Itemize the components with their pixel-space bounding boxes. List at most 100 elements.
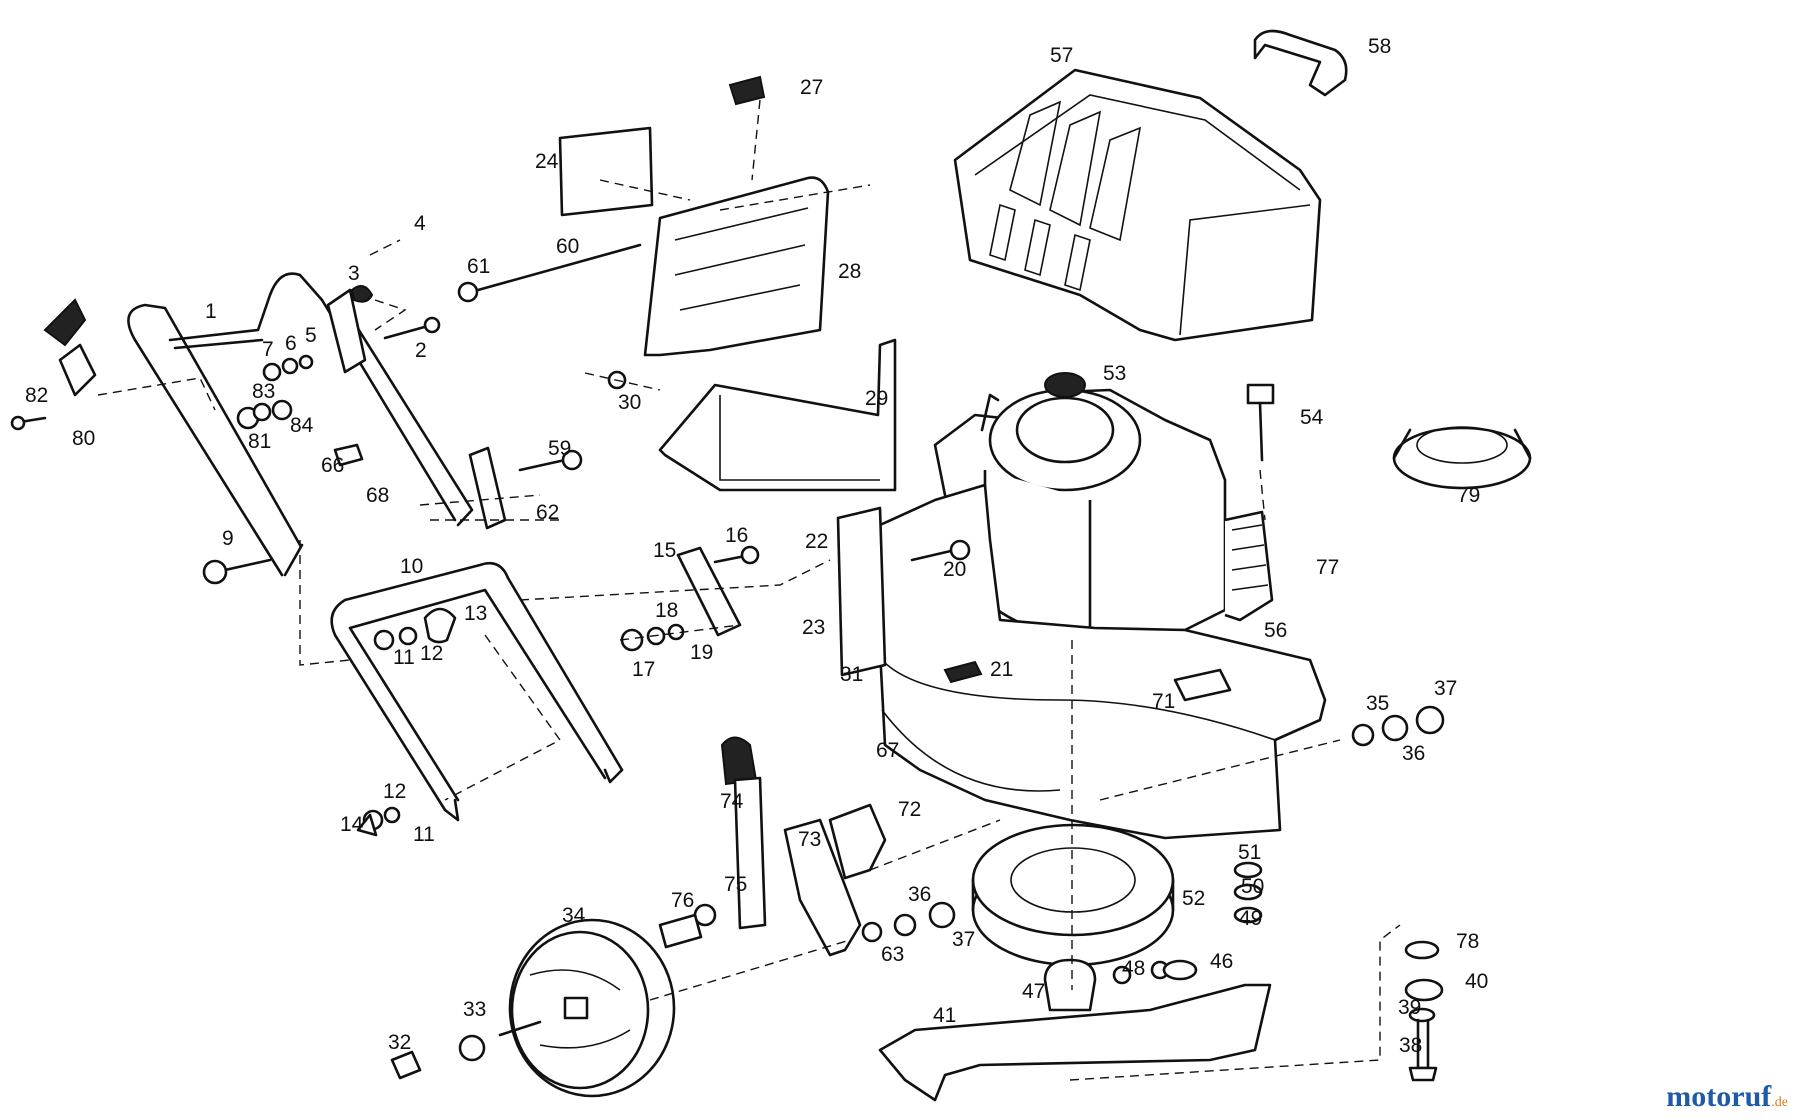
engine-part [933,372,1275,642]
rear-flap-part [558,75,830,357]
callout-83: 83 [252,380,275,403]
grass-catcher-part [953,29,1348,342]
rear-flap-rod-part [457,243,642,303]
blade-bolt-part [1233,861,1444,1082]
callout-16: 16 [725,524,748,547]
callout-12: 12 [420,642,443,665]
callout-76: 76 [671,889,694,912]
watermark-suffix: .de [1771,1095,1788,1110]
starter-cup-part [1392,426,1532,490]
side-plate-part [620,545,760,652]
callout-72: 72 [898,798,921,821]
callout-38: 38 [1399,1034,1422,1057]
callout-7: 7 [262,338,274,361]
callout-68: 68 [366,484,389,507]
callout-27: 27 [800,76,823,99]
callout-30: 30 [618,391,641,414]
fan-ring-part [971,823,1175,967]
callout-66: 66 [321,454,344,477]
callout-35: 35 [1366,692,1389,715]
callout-21: 21 [990,658,1013,681]
wheel-part [390,918,676,1098]
callout-82: 82 [25,384,48,407]
callout-36: 36 [1402,742,1425,765]
callout-2: 2 [415,339,427,362]
watermark-main: motoruf [1666,1080,1772,1113]
callout-61: 61 [467,255,490,278]
callout-22: 22 [805,530,828,553]
callout-34: 34 [562,904,586,927]
callout-52: 52 [1182,887,1205,910]
callout-12: 12 [383,780,406,803]
callout-49: 49 [1239,907,1262,930]
callout-13: 13 [464,602,487,625]
callout-11: 11 [413,823,435,846]
mower-deck-part [836,483,1327,840]
part-callouts: 1234567910111112121314151617181920212223… [25,35,1488,1057]
callout-63: 63 [881,943,904,966]
callout-24: 24 [535,150,559,173]
callout-81: 81 [248,430,271,453]
watermark: motoruf.de [1666,1080,1788,1114]
callout-19: 19 [690,641,713,664]
lower-handle-part [330,561,624,837]
callout-5: 5 [305,324,317,347]
callout-75: 75 [724,873,747,896]
callout-56: 56 [1264,619,1287,642]
callout-31: 31 [840,663,863,686]
handle-clamp-part [468,446,583,530]
callout-62: 62 [536,501,559,524]
callout-53: 53 [1103,362,1126,385]
callout-29: 29 [865,387,888,410]
callout-33: 33 [463,998,486,1021]
deck-fasteners [1351,705,1445,747]
callout-79: 79 [1457,484,1480,507]
callout-48: 48 [1122,957,1145,980]
callout-15: 15 [653,539,676,562]
callout-32: 32 [388,1031,411,1054]
callout-10: 10 [400,555,423,578]
callout-39: 39 [1398,996,1421,1019]
callout-59: 59 [548,437,571,460]
callout-28: 28 [838,260,861,283]
callout-14: 14 [340,813,364,836]
callout-6: 6 [285,332,297,355]
callout-73: 73 [798,828,821,851]
callout-47: 47 [1022,980,1045,1003]
callout-57: 57 [1050,44,1073,67]
handle-grip-knob-part [43,298,97,397]
callout-4: 4 [414,212,426,235]
callout-78: 78 [1456,930,1479,953]
callout-37: 37 [1434,677,1457,700]
callout-58: 58 [1368,35,1391,58]
callout-23: 23 [802,616,825,639]
callout-60: 60 [556,235,579,258]
callout-80: 80 [72,427,95,450]
assembly-lines [97,99,1401,1081]
callout-40: 40 [1465,970,1488,993]
callout-51: 51 [1238,841,1261,864]
callout-9: 9 [222,527,234,550]
callout-74: 74 [720,790,744,813]
callout-37: 37 [952,928,975,951]
callout-1: 1 [205,300,217,323]
callout-50: 50 [1241,875,1264,898]
callout-54: 54 [1300,406,1324,429]
handle-screw-part [202,558,272,585]
switch-bracket-part [326,285,374,374]
callout-41: 41 [933,1004,956,1027]
callout-20: 20 [943,558,966,581]
callout-67: 67 [876,739,899,762]
callout-3: 3 [348,262,360,285]
callout-84: 84 [290,414,314,437]
callout-18: 18 [655,599,678,622]
callout-36: 36 [908,883,931,906]
callout-11: 11 [393,646,415,669]
callout-17: 17 [632,658,655,681]
small-fasteners [10,316,441,467]
support-bracket-part [607,338,897,492]
blade-part [878,958,1272,1102]
callout-77: 77 [1316,556,1339,579]
callout-46: 46 [1210,950,1233,973]
